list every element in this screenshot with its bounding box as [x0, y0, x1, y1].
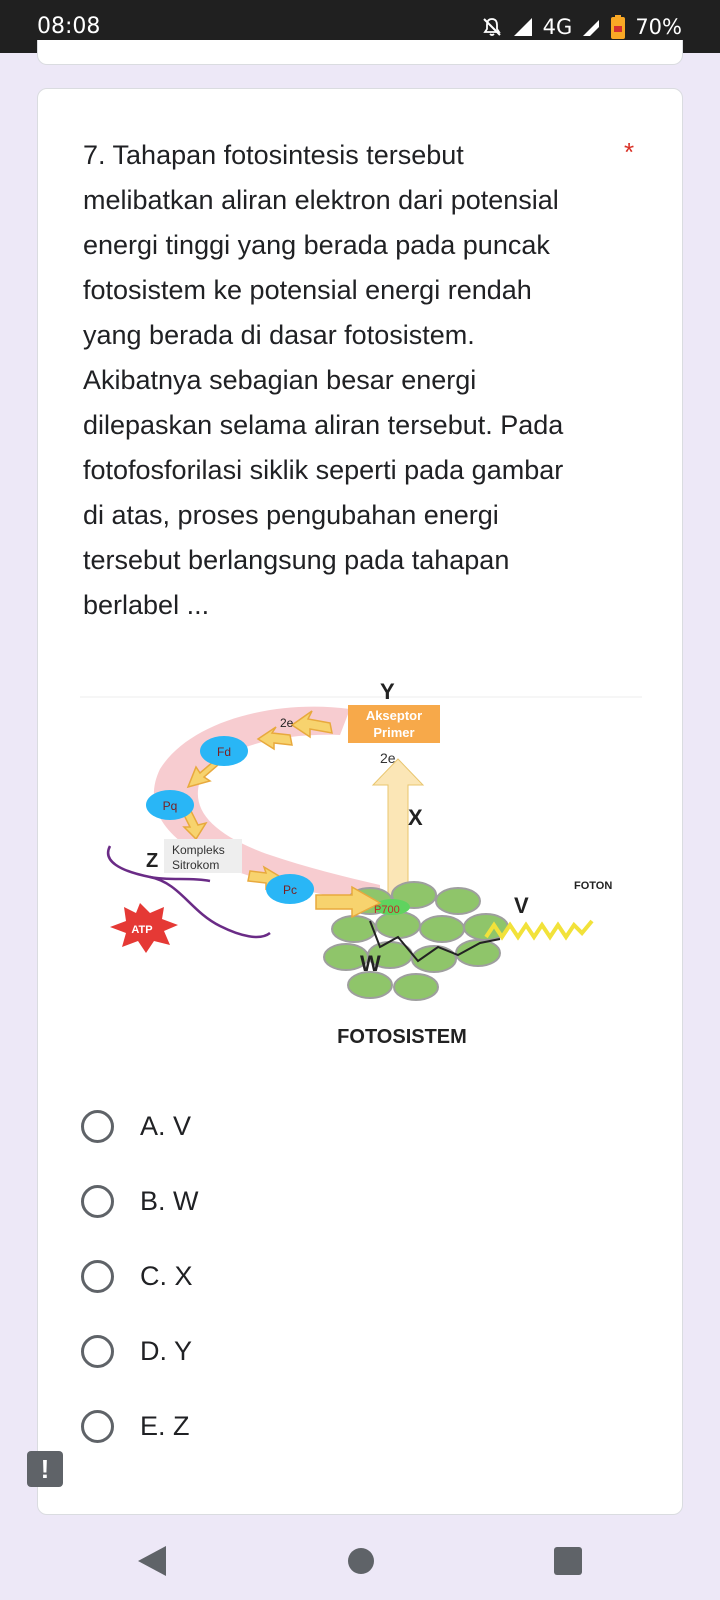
fd-carrier: [200, 736, 248, 766]
label-2e-arrow: 2e: [380, 750, 396, 766]
diagram-caption: FOTOSISTEM: [337, 1026, 467, 1048]
back-icon[interactable]: [136, 1544, 168, 1578]
option-label: B. W: [140, 1186, 199, 1216]
option-label: D. Y: [140, 1336, 193, 1366]
battery-saver-icon: [611, 14, 626, 39]
akseptor-line2: Primer: [373, 725, 414, 740]
label-pc: Pc: [283, 883, 297, 897]
x-arrow: [371, 758, 425, 902]
recents-icon[interactable]: [553, 1546, 583, 1576]
battery-percent: 70%: [635, 14, 682, 39]
photon-wave: [484, 919, 594, 941]
radio-button[interactable]: [81, 1110, 114, 1143]
photosystem-diagram: Akseptor Primer Y 2e 2e X Fd Pq Pc Z Kom…: [80, 681, 642, 1071]
signal-icon: [513, 17, 532, 36]
question-text: 7. Tahapan fotosintesis tersebut melibat…: [83, 140, 564, 620]
mute-icon: [482, 17, 501, 36]
status-time: 08:08: [37, 14, 101, 39]
p700-center: [374, 899, 410, 915]
option-a[interactable]: A. V: [81, 1089, 621, 1164]
previous-card-edge: [37, 40, 683, 65]
option-label: E. Z: [140, 1411, 190, 1441]
kompleks-line1: Kompleks: [172, 843, 225, 857]
label-v: V: [514, 893, 529, 918]
label-p700: P700: [374, 904, 400, 916]
radio-button[interactable]: [81, 1410, 114, 1443]
label-w: W: [360, 951, 381, 976]
radio-button[interactable]: [81, 1335, 114, 1368]
pc-carrier: [266, 874, 314, 904]
label-y: Y: [380, 681, 395, 704]
network-type: 4G: [542, 14, 573, 39]
report-problem-icon[interactable]: !: [27, 1451, 63, 1487]
answer-options: A. V B. W C. X D. Y E. Z: [81, 1089, 621, 1464]
membrane-line: [107, 845, 271, 939]
option-e[interactable]: E. Z: [81, 1389, 621, 1464]
pq-carrier: [146, 790, 194, 820]
question-card: 7. Tahapan fotosintesis tersebut melibat…: [37, 88, 683, 1515]
home-icon[interactable]: [347, 1547, 375, 1575]
label-x: X: [408, 805, 423, 830]
signal-icon-2: [583, 19, 600, 36]
status-icons: 4G 70%: [481, 14, 682, 40]
w-path: [369, 920, 501, 963]
label-pq: Pq: [163, 799, 178, 813]
option-label: C. X: [140, 1261, 193, 1291]
atp-starburst: [110, 903, 178, 953]
label-2e-top: 2e: [280, 716, 294, 730]
label-fd: Fd: [217, 745, 231, 759]
radio-button[interactable]: [81, 1185, 114, 1218]
option-b[interactable]: B. W: [81, 1164, 621, 1239]
option-d[interactable]: D. Y: [81, 1314, 621, 1389]
label-z: Z: [146, 850, 158, 872]
option-label: A. V: [140, 1111, 192, 1141]
kompleks-box: [164, 839, 242, 873]
label-foton: FOTON: [574, 880, 612, 892]
radio-button[interactable]: [81, 1260, 114, 1293]
required-marker: *: [624, 137, 635, 167]
akseptor-box: [348, 705, 440, 743]
akseptor-line1: Akseptor: [366, 708, 422, 723]
kompleks-line2: Sitrokom: [172, 858, 219, 872]
option-c[interactable]: C. X: [81, 1239, 621, 1314]
label-atp: ATP: [131, 924, 152, 936]
navigation-bar: [0, 1530, 720, 1600]
